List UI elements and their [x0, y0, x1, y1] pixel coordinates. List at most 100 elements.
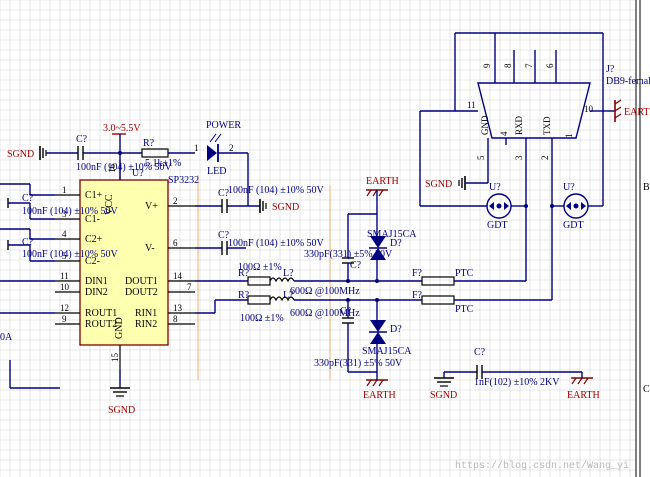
- pin-num-16: 16: [107, 164, 117, 174]
- d-top-designator: D?: [390, 238, 402, 249]
- r-tx-value: 100Ω ±1%: [238, 262, 282, 273]
- db9-pin-3: 3: [514, 155, 524, 160]
- ic-designator: U?: [132, 168, 144, 179]
- db9-pin-7: 7: [524, 63, 534, 68]
- cap-top-designator: C?: [76, 134, 88, 145]
- pin-num-2: 2: [173, 196, 178, 206]
- cap-vminus-value: 100nF (104) ±10% 50V: [228, 238, 325, 249]
- pin-num-5: 5: [62, 251, 67, 261]
- earth-label-cap: EARTH: [567, 390, 600, 401]
- pin-num-11: 11: [60, 271, 69, 281]
- sp3232-ic[interactable]: U? SP3232 VCC GND C1+ C1- C2+ C2- DIN1 D…: [55, 160, 199, 370]
- earth-label-right: EARTH: [624, 107, 650, 118]
- gdt-left-designator: U?: [489, 182, 501, 193]
- pin-num-14: 14: [173, 271, 183, 281]
- gdt-left-label: GDT: [487, 220, 508, 231]
- left-edge-current: 0A: [0, 332, 13, 343]
- ic-gnd-symbol: SGND: [108, 370, 135, 416]
- sheet-border: B C: [635, 0, 650, 477]
- gdt-right-label: GDT: [563, 220, 584, 231]
- pin-num-15: 15: [110, 353, 120, 363]
- vcc-range-label: 3.0~5.5V: [103, 123, 141, 134]
- pin-din1: DIN1: [85, 276, 108, 287]
- guide-lines: [197, 175, 331, 380]
- pin-num-1: 1: [62, 185, 67, 195]
- db9-pin-5: 5: [476, 155, 486, 160]
- pin-num-12: 12: [60, 303, 69, 313]
- zone-b-label: B: [643, 182, 650, 193]
- led-pin-1: 1: [194, 143, 199, 153]
- sgnd-label-vplus: SGND: [272, 202, 299, 213]
- gdt-right: U? GDT: [550, 182, 600, 231]
- pin-num-10: 10: [60, 282, 70, 292]
- pin-num-9: 9: [62, 314, 67, 324]
- pin-num-4: 4: [62, 229, 67, 239]
- pin-c2-plus: C2+: [85, 234, 103, 245]
- earth-label-top: EARTH: [366, 176, 399, 187]
- db9-connector[interactable]: GND RXD TXD 9 8 7 6 5 4 3 2 1 11 10 J? D…: [419, 32, 650, 207]
- pin-dout2: DOUT2: [125, 287, 158, 298]
- db9-rxd-label: RXD: [514, 115, 524, 135]
- sgnd-label-db9: SGND: [425, 179, 452, 190]
- ptc-tx-label: PTC: [455, 268, 474, 279]
- d-bottom-designator: D?: [390, 324, 402, 335]
- db9-pin-6: 6: [545, 63, 555, 68]
- cap-top-value: 100nF (104) ±10% 50V: [76, 162, 173, 173]
- sgnd-label-ic: SGND: [108, 405, 135, 416]
- db9-txd-label: TXD: [542, 116, 552, 135]
- power-label: POWER: [206, 120, 241, 131]
- l-tx-designator: L?: [283, 268, 294, 279]
- pin-num-8: 8: [173, 314, 178, 324]
- db9-pin-4: 4: [499, 131, 509, 136]
- pin-din2: DIN2: [85, 287, 108, 298]
- protection-top: EARTH C? 330pF(331) ±5% 50V SMAJ15CA D?: [304, 176, 417, 283]
- pin-c2-minus: C2-: [85, 256, 100, 267]
- pin-v-minus: V-: [145, 243, 155, 254]
- cap-bottom-designator: C?: [474, 347, 486, 358]
- db9-pin-11: 11: [467, 100, 476, 110]
- ic-part: SP3232: [168, 175, 199, 186]
- protection-bottom: C? 330pF(331) ±5% 50V SMAJ15CA D? EARTH: [314, 298, 412, 401]
- db9-pin-8: 8: [503, 63, 513, 68]
- pin-c1-plus: C1+: [85, 190, 103, 201]
- charge-pump-caps: SGND C? 100nF (104) ±10% 50V C? 100nF (1…: [195, 185, 325, 255]
- res-led-value: 5.1k±1%: [145, 158, 181, 169]
- db9-pin-9: 9: [482, 63, 492, 68]
- tvs-bottom-label: SMAJ15CA: [362, 346, 412, 357]
- isolation-cap: C? 1nF(102) ±10% 2KV SGND EARTH: [430, 347, 600, 401]
- cap-bottom-value: 1nF(102) ±10% 2KV: [474, 377, 560, 388]
- c-rx-value: 330pF(331) ±5% 50V: [314, 358, 403, 369]
- earth-label-bottom: EARTH: [363, 390, 396, 401]
- pin-dout1: DOUT1: [125, 276, 158, 287]
- pin-rout2: ROUT2: [85, 319, 117, 330]
- l-tx-value: 600Ω @100MHz: [290, 286, 360, 297]
- sgnd-label-top: SGND: [7, 149, 34, 160]
- tvs-top-label: SMAJ15CA: [367, 229, 417, 240]
- c-tx-value: 330pF(331) ±5% 50V: [304, 249, 393, 260]
- db9-pin-10: 10: [584, 104, 594, 114]
- l-rx-designator: L?: [283, 290, 294, 301]
- pin-rin2: RIN2: [135, 319, 157, 330]
- ic-vcc-label: VCC: [104, 194, 115, 215]
- db9-name: DB9-female: [606, 76, 650, 87]
- cap-vplus-value: 100nF (104) ±10% 50V: [228, 185, 325, 196]
- watermark: https://blog.csdn.net/Wang_yi: [455, 460, 629, 472]
- res-led-designator: R?: [143, 138, 155, 149]
- sgnd-label-bottom: SGND: [430, 390, 457, 401]
- pin-num-3: 3: [62, 209, 67, 219]
- led-pin-2: 2: [229, 143, 234, 153]
- led-label: LED: [207, 166, 226, 177]
- gdt-left: U? GDT: [420, 182, 528, 231]
- db9-designator: J?: [606, 64, 615, 75]
- db9-pin-2: 2: [540, 156, 550, 161]
- ptc-rx-label: PTC: [455, 304, 474, 315]
- pin-rin1: RIN1: [135, 308, 157, 319]
- db9-pin-1: 1: [564, 134, 574, 139]
- c-rx-designator: C?: [340, 306, 352, 317]
- cap-c1-value: 100nF (104) ±10% 50V: [22, 206, 119, 217]
- pin-rout1: ROUT1: [85, 308, 117, 319]
- cap-c1-designator: C?: [22, 193, 34, 204]
- zone-c-label: C: [643, 384, 650, 395]
- pin-num-13: 13: [173, 303, 183, 313]
- gdt-right-designator: U?: [563, 182, 575, 193]
